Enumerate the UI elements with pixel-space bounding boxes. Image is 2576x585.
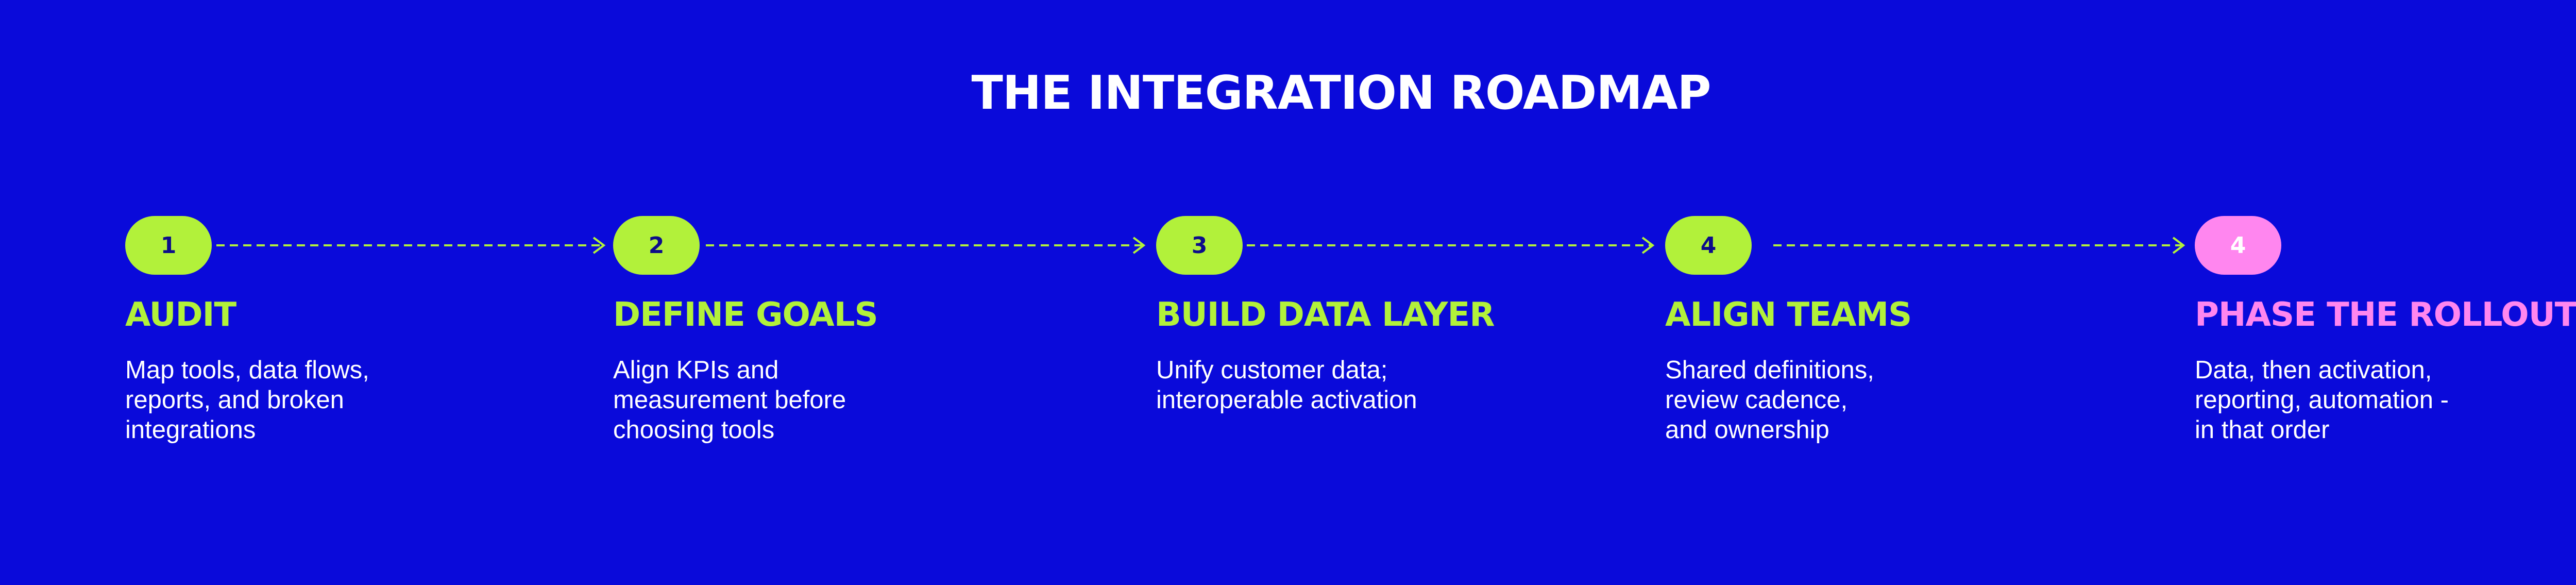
arrowhead-icon xyxy=(1132,237,1146,254)
page-title: THE INTEGRATION ROADMAP xyxy=(971,66,1711,120)
step-number-badge: 4 xyxy=(2195,216,2281,275)
step-title: BUILD DATA LAYER xyxy=(1156,296,1495,334)
connector-1-2 xyxy=(216,237,606,254)
step-phase-the-rollout: 4 PHASE THE ROLLOUT Data, then activatio… xyxy=(2195,216,2576,445)
step-align-teams: 4 ALIGN TEAMS Shared definitions, review… xyxy=(1665,216,2077,445)
connector-2-3 xyxy=(706,237,1146,254)
connector-4-5 xyxy=(1773,237,2185,254)
arrowhead-icon xyxy=(1641,237,1655,254)
step-description: Map tools, data flows, reports, and brok… xyxy=(125,356,369,444)
step-number-badge: 1 xyxy=(125,216,212,275)
step-description: Data, then activation, reporting, automa… xyxy=(2195,356,2449,444)
step-number-badge: 2 xyxy=(613,216,700,275)
step-define-goals: 2 DEFINE GOALS Align KPIs and measuremen… xyxy=(613,216,1025,445)
step-number-badge: 4 xyxy=(1665,216,1752,275)
arrowhead-icon xyxy=(2172,237,2185,254)
step-description: Align KPIs and measurement before choosi… xyxy=(613,356,846,444)
step-number-badge: 3 xyxy=(1156,216,1243,275)
arrowhead-icon xyxy=(592,237,606,254)
step-title: PHASE THE ROLLOUT xyxy=(2195,296,2576,334)
step-description: Shared definitions, review cadence, and … xyxy=(1665,356,1874,444)
connector-3-4 xyxy=(1247,237,1655,254)
step-audit: 1 AUDIT Map tools, data flows, reports, … xyxy=(125,216,537,445)
step-title: ALIGN TEAMS xyxy=(1665,296,1912,334)
step-title: AUDIT xyxy=(125,296,236,334)
step-title: DEFINE GOALS xyxy=(613,296,878,334)
step-description: Unify customer data; interoperable activ… xyxy=(1156,356,1417,414)
step-build-data-layer: 3 BUILD DATA LAYER Unify customer data; … xyxy=(1156,216,1568,415)
